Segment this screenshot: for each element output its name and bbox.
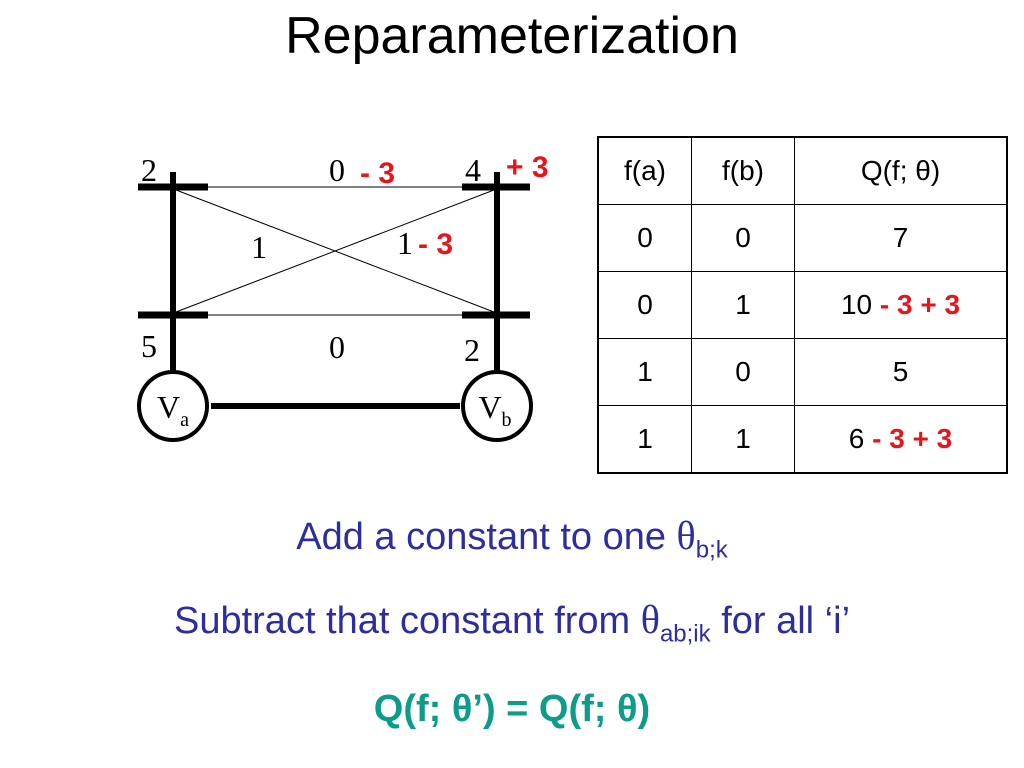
node-b-label: Vb [478, 389, 511, 431]
unary-a1: 5 [141, 328, 157, 364]
node-a-label: Va [157, 389, 189, 431]
cell-q: 7 [794, 204, 1008, 272]
cell-q: 5 [794, 338, 1008, 406]
pairwise-cross-left-value: 1 [251, 229, 267, 265]
cell-fa: 0 [597, 271, 692, 339]
node-b-circle [461, 370, 533, 442]
unary-b0: 4 [465, 152, 481, 188]
table-header-row: f(a) f(b) Q(f; θ) [597, 136, 1008, 205]
energy-table: f(a) f(b) Q(f; θ) 0 0 7 0 1 10 - 3 + 3 1… [597, 136, 1008, 474]
note-add-constant: Add a constant to one θb;k [0, 512, 1024, 565]
table-row: 0 1 10 - 3 + 3 [597, 271, 1008, 339]
cell-fb: 0 [691, 204, 795, 272]
pairwise-cross-right-value: 1 [397, 225, 413, 261]
unary-b0-change: + 3 [506, 151, 549, 184]
cell-fa: 1 [597, 338, 692, 406]
cell-q: 10 - 3 + 3 [794, 271, 1008, 339]
cell-fa: 1 [597, 405, 692, 474]
mrf-graph-diagram: Va Vb 2 5 4 + 3 2 0 - 3 1 1 - 3 0 [137, 151, 549, 442]
pairwise-edge-cross-up [175, 189, 495, 313]
q-value: 7 [892, 222, 909, 253]
note-subtract-text: Subtract that constant from [173, 600, 641, 642]
q-value: 10 [840, 289, 873, 320]
q-value: 6 [848, 423, 865, 454]
pairwise-top-value: 0 [329, 152, 345, 188]
q-change: - 3 + 3 [872, 423, 953, 454]
q-value: 5 [892, 356, 909, 387]
theta-symbol: θ [640, 597, 660, 642]
cell-fb: 0 [691, 338, 795, 406]
cell-q: 6 - 3 + 3 [794, 405, 1008, 474]
theta-subscript: ab;ik [659, 620, 711, 648]
table-row: 0 0 7 [597, 204, 1008, 272]
cell-fb: 1 [691, 405, 795, 474]
note-subtract-constant: Subtract that constant from θab;ik for a… [0, 596, 1024, 649]
table-row: 1 0 5 [597, 338, 1008, 406]
theta-symbol: θ [676, 513, 696, 558]
note-subtract-suffix: for all ‘i’ [710, 600, 851, 642]
cell-fa: 0 [597, 204, 692, 272]
q-change: - 3 + 3 [879, 289, 961, 320]
header-q: Q(f; θ) [794, 136, 1008, 205]
header-fb: f(b) [691, 136, 795, 205]
table-row: 1 1 6 - 3 + 3 [597, 405, 1008, 474]
node-a-circle [137, 370, 209, 442]
result-equation: Q(f; θ’) = Q(f; θ) [373, 688, 651, 730]
pairwise-top-change: - 3 [360, 157, 395, 190]
unary-a0: 2 [141, 152, 157, 188]
pairwise-cross-right-change: - 3 [418, 228, 453, 261]
slide-title: Reparameterization [285, 7, 739, 65]
unary-b1: 2 [464, 332, 480, 368]
note-add-text: Add a constant to one [296, 516, 677, 558]
pairwise-bottom-value: 0 [329, 329, 345, 365]
theta-subscript: b;k [695, 536, 728, 564]
cell-fb: 1 [691, 271, 795, 339]
header-fa: f(a) [597, 136, 692, 205]
